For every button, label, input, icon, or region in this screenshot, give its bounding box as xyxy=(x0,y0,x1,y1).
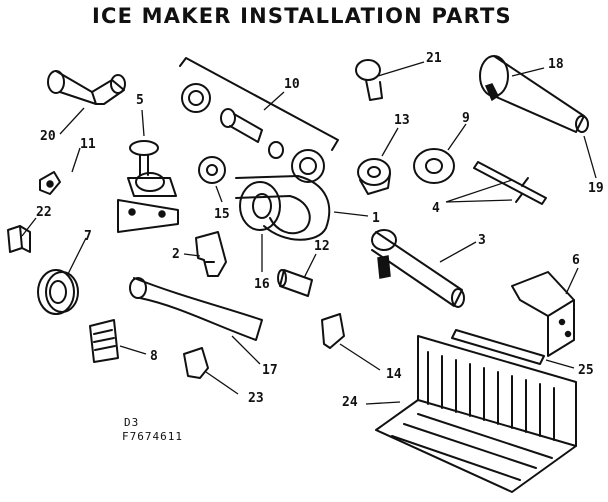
part-21-clamp xyxy=(355,59,383,101)
callout-22: 22 xyxy=(36,205,52,220)
part-5-valve-assembly xyxy=(117,140,179,233)
callout-25: 25 xyxy=(578,363,594,378)
callout-20: 20 xyxy=(40,129,56,144)
callout-13: 13 xyxy=(394,113,410,128)
part-22-clip xyxy=(7,225,31,253)
section-code: D3 xyxy=(124,416,140,429)
part-7-grommet xyxy=(37,269,79,315)
callout-23: 23 xyxy=(248,391,264,406)
part-18-fill-tube xyxy=(479,55,589,133)
part-20-elbow xyxy=(47,70,126,105)
callout-21: 21 xyxy=(426,51,442,66)
callout-17: 17 xyxy=(262,363,278,378)
part-15-washer xyxy=(198,156,226,184)
callout-6: 6 xyxy=(572,253,580,268)
callout-15: 15 xyxy=(214,207,230,222)
callout-8: 8 xyxy=(150,349,158,364)
part-6-mounting-bracket xyxy=(511,271,575,357)
part-10-fitting-set xyxy=(179,57,339,183)
callout-7: 7 xyxy=(84,229,92,244)
part-14-clip xyxy=(321,313,345,349)
part-24-ice-rack xyxy=(375,335,577,493)
page-title: ICE MAKER INSTALLATION PARTS xyxy=(92,4,512,28)
part-11-clip xyxy=(39,171,61,195)
leader-lines xyxy=(21,61,597,405)
part-4-pins xyxy=(473,161,547,205)
part-3-tube xyxy=(371,229,465,308)
callout-1: 1 xyxy=(372,211,380,226)
part-12-sleeve xyxy=(277,269,313,297)
callout-5: 5 xyxy=(136,93,144,108)
part-25-strip xyxy=(451,329,545,365)
part-9-grommet xyxy=(413,148,455,184)
callout-19: 19 xyxy=(588,181,604,196)
callout-11: 11 xyxy=(80,137,96,152)
part-1-tube xyxy=(235,175,331,241)
callout-16: 16 xyxy=(254,277,270,292)
callout-10: 10 xyxy=(284,77,300,92)
callout-12: 12 xyxy=(314,239,330,254)
part-8-pad xyxy=(89,319,119,363)
callout-14: 14 xyxy=(386,367,402,382)
part-23-clip xyxy=(183,347,209,379)
callout-9: 9 xyxy=(462,111,470,126)
callout-24: 24 xyxy=(342,395,358,410)
drawing-number: F7674611 xyxy=(122,430,183,443)
part-17-hose xyxy=(129,277,263,341)
callout-4: 4 xyxy=(432,201,440,216)
callout-3: 3 xyxy=(478,233,486,248)
callout-18: 18 xyxy=(548,57,564,72)
callout-2: 2 xyxy=(172,247,180,262)
part-2-bracket xyxy=(195,231,227,277)
part-13-bushing xyxy=(357,158,391,195)
